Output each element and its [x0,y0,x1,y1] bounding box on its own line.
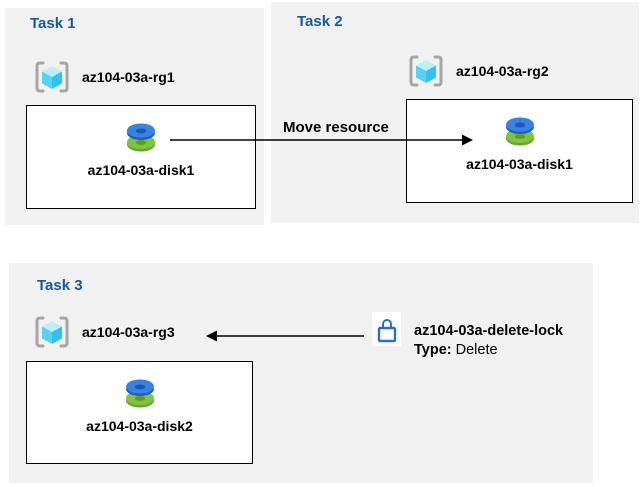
disk-label: az104-03a-disk2 [86,418,193,434]
move-resource-label: Move resource [283,119,389,136]
disk-label: az104-03a-disk1 [87,162,195,178]
lock-type-label: Type: [414,342,452,358]
disk-icon [503,114,537,147]
resource-group-icon [33,60,71,94]
lock-type-value: Delete [455,342,498,358]
task3-resource-box: az104-03a-disk2 [26,361,253,464]
resource-group-icon [33,315,71,349]
resource-group-label: az104-03a-rg1 [82,69,175,85]
resource-group-label: az104-03a-rg2 [456,63,549,79]
resource-group-icon [407,54,445,88]
disk-label: az104-03a-disk1 [466,156,573,172]
task2-resource-group-row: az104-03a-rg2 [407,54,549,88]
task1-resource-group-row: az104-03a-rg1 [33,60,175,94]
lock-annotation: az104-03a-delete-lock Type: Delete [414,322,563,360]
lock-icon [372,312,401,346]
lock-type: Type: Delete [414,341,563,360]
move-resource-arrow [170,134,473,146]
task3-title: Task 3 [37,277,83,294]
task3-resource-group-row: az104-03a-rg3 [33,315,175,349]
lock-name: az104-03a-delete-lock [414,323,564,339]
task1-title: Task 1 [30,15,76,32]
resource-group-label: az104-03a-rg3 [82,324,175,340]
task2-resource-box: az104-03a-disk1 [406,99,633,203]
task2-title: Task 2 [297,13,343,30]
task1-panel: Task 1 az104-03a-rg1 [5,8,264,225]
disk-icon [123,376,157,409]
task1-resource-box: az104-03a-disk1 [26,105,256,209]
task2-panel: Task 2 az104-03a-rg2 [271,2,639,223]
task3-panel: Task 3 az104-03a-rg3 [9,263,593,483]
lock-arrow [206,330,364,342]
disk-icon [124,120,158,153]
